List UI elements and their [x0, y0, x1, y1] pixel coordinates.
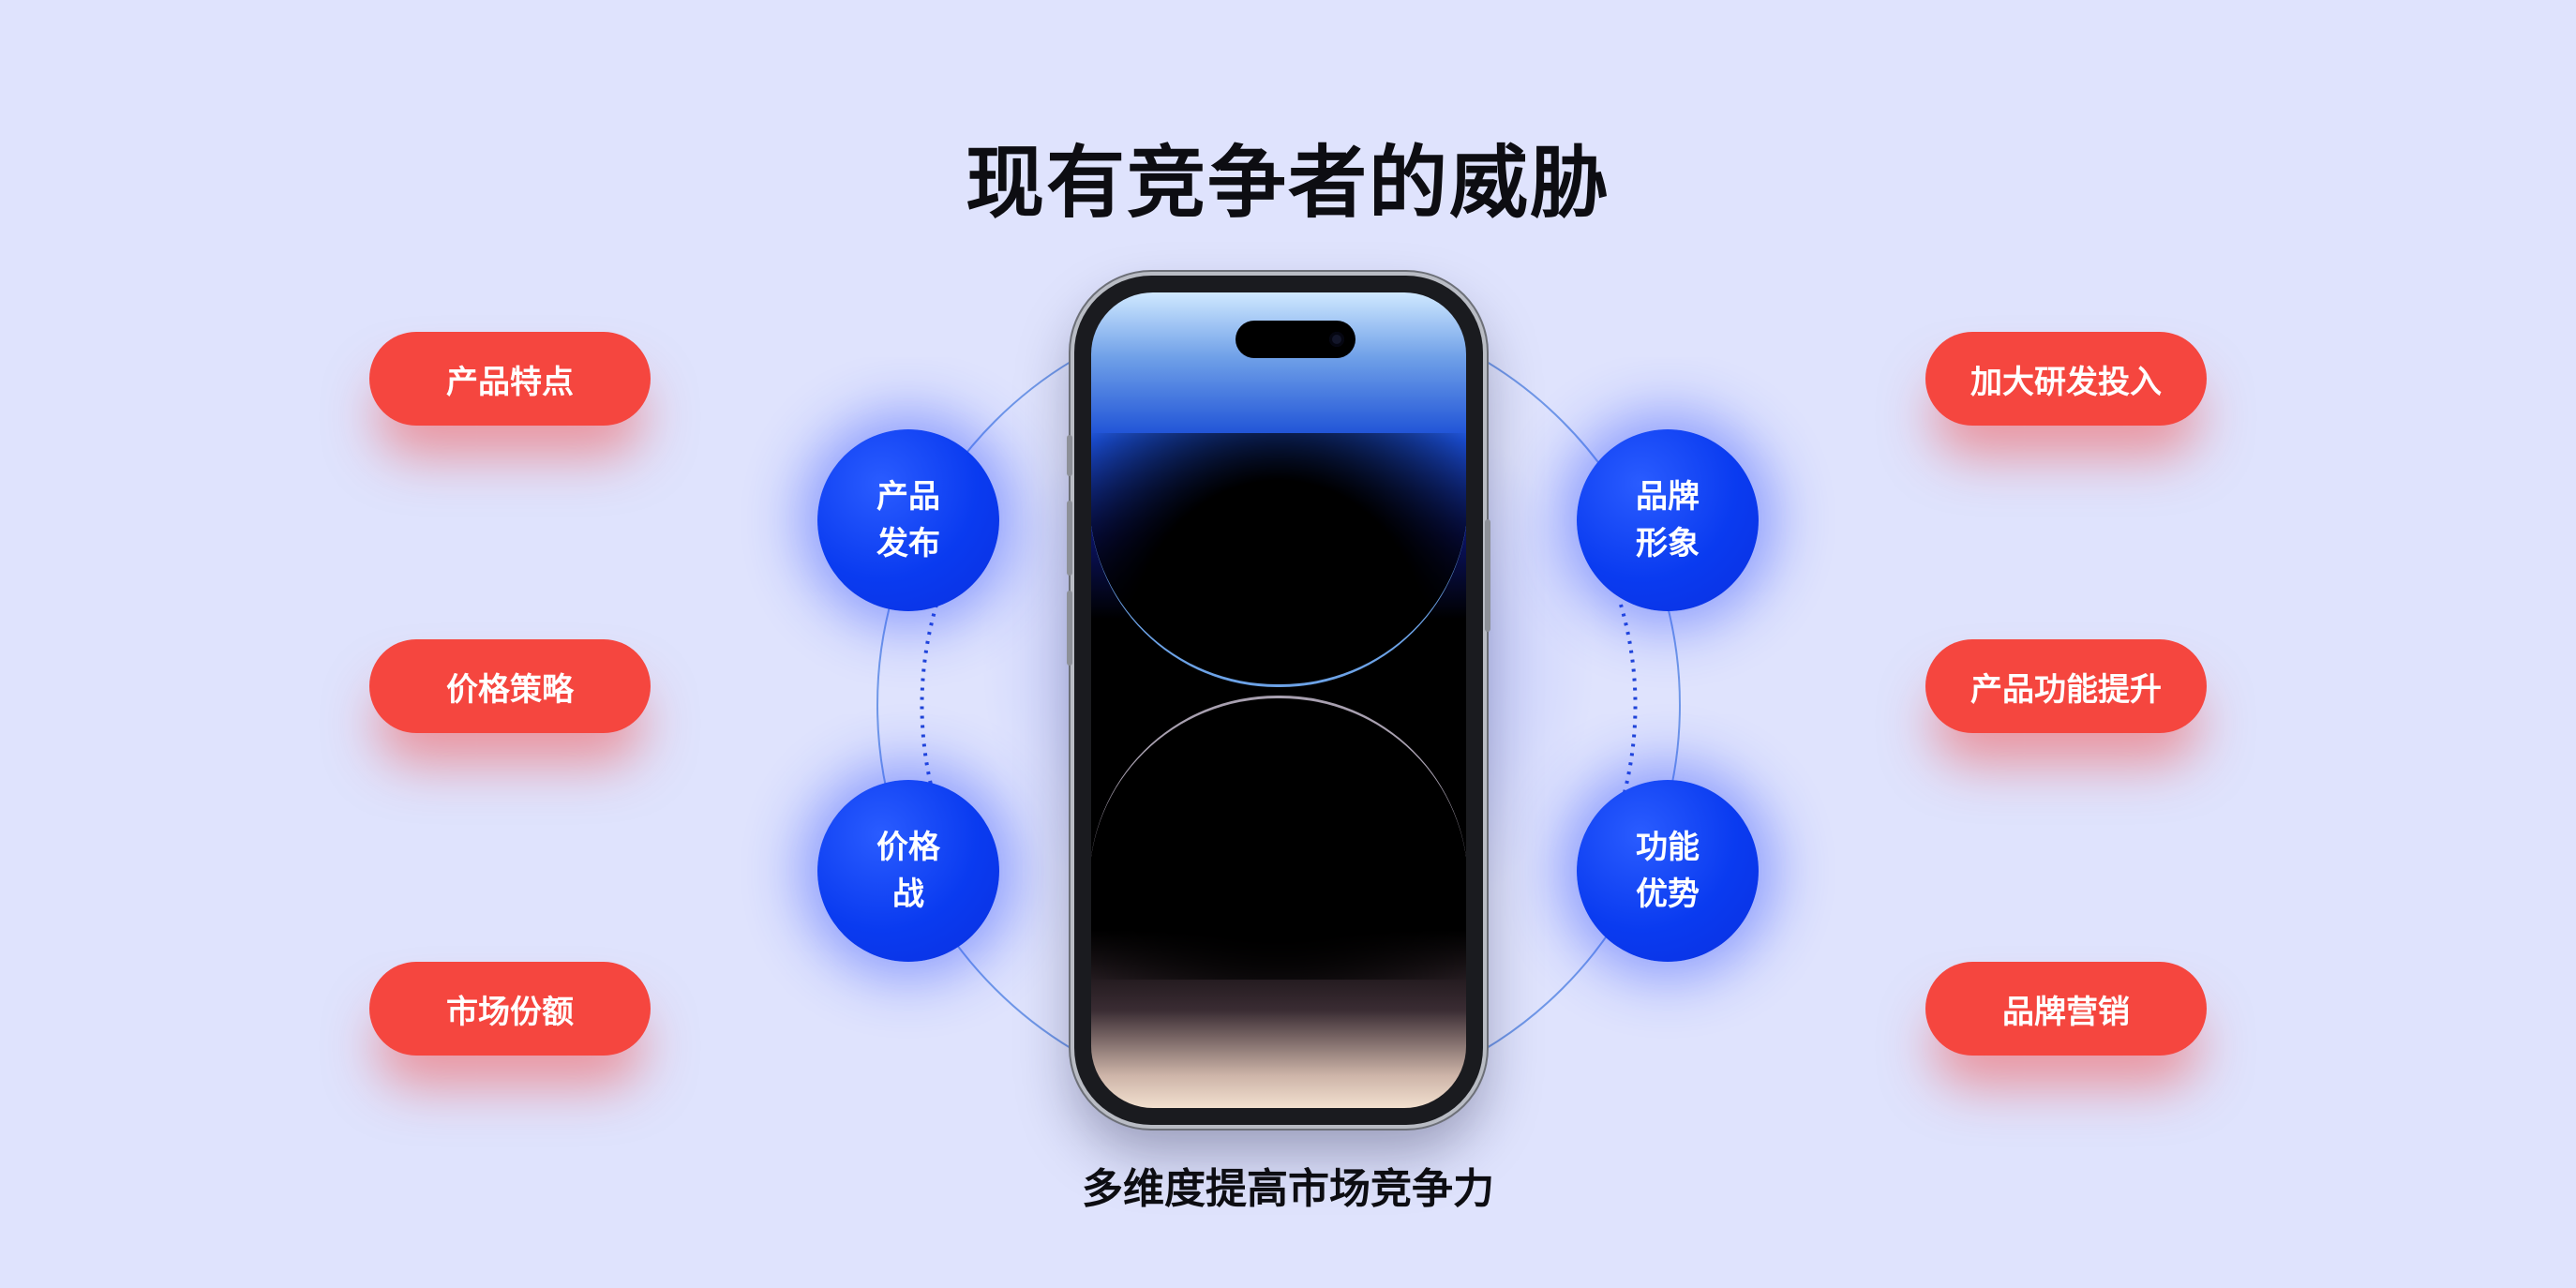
- pill-market-share: 市场份额: [369, 962, 651, 1056]
- bubble-price-war: 价格 战: [817, 780, 999, 962]
- bubble-line: 价格: [876, 829, 940, 866]
- bubble-line: 品牌: [1636, 478, 1700, 516]
- bubble-line: 功能: [1636, 829, 1700, 866]
- volume-down-button: [1067, 591, 1072, 666]
- page-subtitle: 多维度提高市场竞争力: [1082, 1165, 1494, 1213]
- wallpaper-sphere-top: [1091, 433, 1466, 687]
- pill-label: 产品特点: [446, 363, 574, 401]
- pill-pricing-strategy: 价格策略: [369, 639, 651, 733]
- pill-feature-upgrade: 产品功能提升: [1925, 639, 2207, 733]
- volume-up-button: [1067, 501, 1072, 576]
- pill-label: 价格策略: [446, 670, 574, 709]
- pill-product-features: 产品特点: [369, 332, 651, 426]
- pill-brand-marketing: 品牌营销: [1925, 962, 2207, 1056]
- pill-label: 产品功能提升: [1970, 670, 2162, 709]
- pill-label: 市场份额: [446, 993, 574, 1031]
- bubble-line: 产品: [876, 478, 940, 516]
- bubble-line: 战: [892, 876, 924, 913]
- pill-label: 品牌营销: [2002, 993, 2130, 1031]
- camera-icon: [1329, 332, 1344, 347]
- bubble-line: 优势: [1636, 876, 1700, 913]
- bubble-brand-image: 品牌 形象: [1577, 429, 1759, 611]
- phone-screen: [1091, 292, 1466, 1108]
- bubble-feature-advantage: 功能 优势: [1577, 780, 1759, 962]
- page-title: 现有竞争者的威胁: [965, 137, 1610, 229]
- bubble-line: 形象: [1636, 525, 1700, 562]
- power-button: [1485, 519, 1490, 632]
- smartphone-illustration: [1067, 276, 1490, 1125]
- action-button: [1067, 435, 1072, 476]
- wallpaper-sphere-bottom: [1091, 696, 1466, 980]
- bubble-product-launch: 产品 发布: [817, 429, 999, 611]
- dynamic-island: [1236, 321, 1355, 358]
- pill-rnd-investment: 加大研发投入: [1925, 332, 2207, 426]
- bubble-line: 发布: [876, 525, 940, 562]
- pill-label: 加大研发投入: [1970, 363, 2162, 401]
